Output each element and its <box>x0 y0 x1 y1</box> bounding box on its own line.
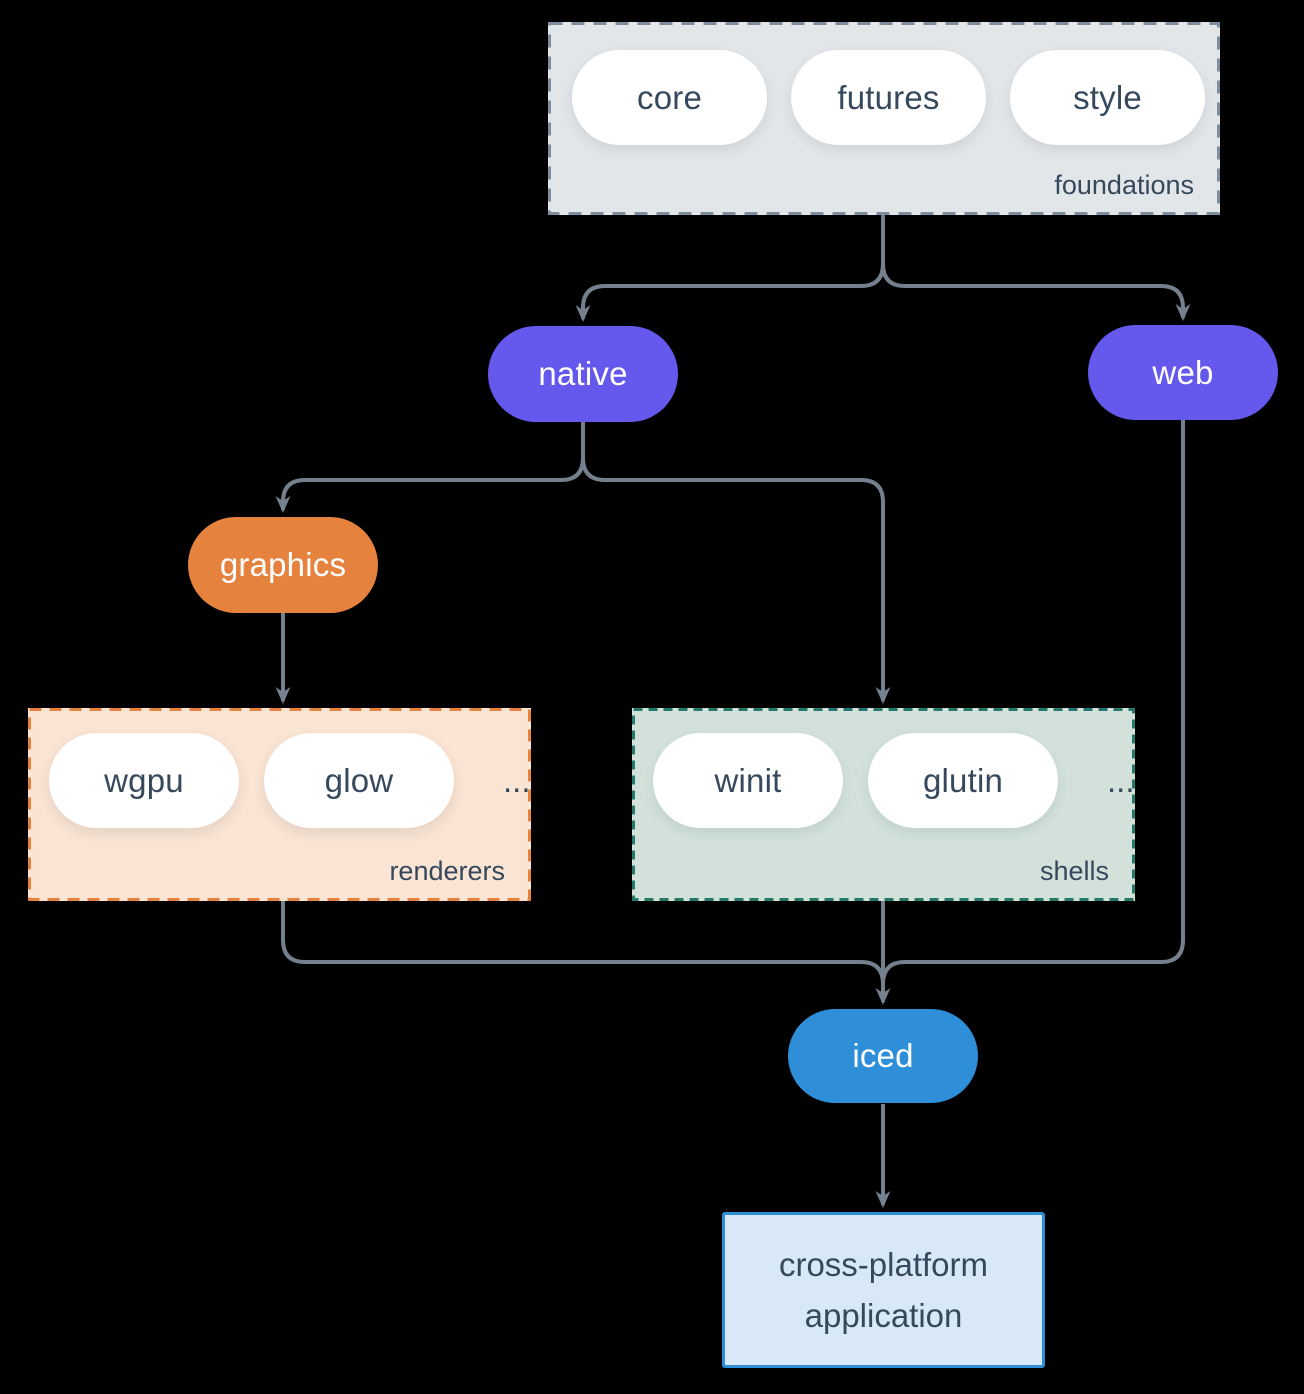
node-futures: futures <box>791 50 986 145</box>
edge-renderers-merge <box>281 901 885 985</box>
shells-ellipsis: ... <box>1107 761 1135 799</box>
foundations-group-label: foundations <box>1054 170 1194 200</box>
node-graphics-label: graphics <box>219 546 347 583</box>
renderers-ellipsis: ... <box>503 761 531 799</box>
node-cross-platform-application: cross-platform application <box>722 1212 1045 1368</box>
renderers-group: wgpu glow ... renderers <box>28 708 531 901</box>
node-winit-label: winit <box>714 761 782 799</box>
node-native: native <box>488 326 678 422</box>
edge-web-merge <box>881 420 1185 985</box>
edge-native-shells <box>581 422 891 704</box>
node-style-label: style <box>1073 78 1142 116</box>
node-glow: glow <box>264 733 454 828</box>
foundations-group: core futures style foundations <box>548 22 1220 215</box>
node-core: core <box>572 50 767 145</box>
node-web-label: web <box>1152 353 1214 391</box>
renderers-group-label: renderers <box>389 856 505 886</box>
node-winit: winit <box>653 733 843 828</box>
node-native-label: native <box>538 355 628 392</box>
node-graphics: graphics <box>188 517 378 613</box>
shells-group: winit glutin ... shells <box>632 708 1135 901</box>
cross-platform-application-label: cross-platform application <box>778 1245 989 1334</box>
node-style: style <box>1010 50 1205 145</box>
node-core-label: core <box>637 78 702 116</box>
node-glutin-label: glutin <box>922 761 1004 799</box>
node-iced: iced <box>788 1009 978 1103</box>
node-wgpu-label: wgpu <box>104 761 184 799</box>
node-futures-label: futures <box>837 78 940 116</box>
node-glow-label: glow <box>324 761 394 799</box>
node-iced-label: iced <box>852 1037 914 1074</box>
shells-group-label: shells <box>1039 856 1109 886</box>
edge-foundations-native <box>575 215 885 322</box>
edge-native-graphics <box>275 422 585 513</box>
node-wgpu: wgpu <box>49 733 239 828</box>
node-glutin: glutin <box>868 733 1058 828</box>
node-web: web <box>1088 325 1278 420</box>
edge-foundations-web <box>881 215 1191 321</box>
